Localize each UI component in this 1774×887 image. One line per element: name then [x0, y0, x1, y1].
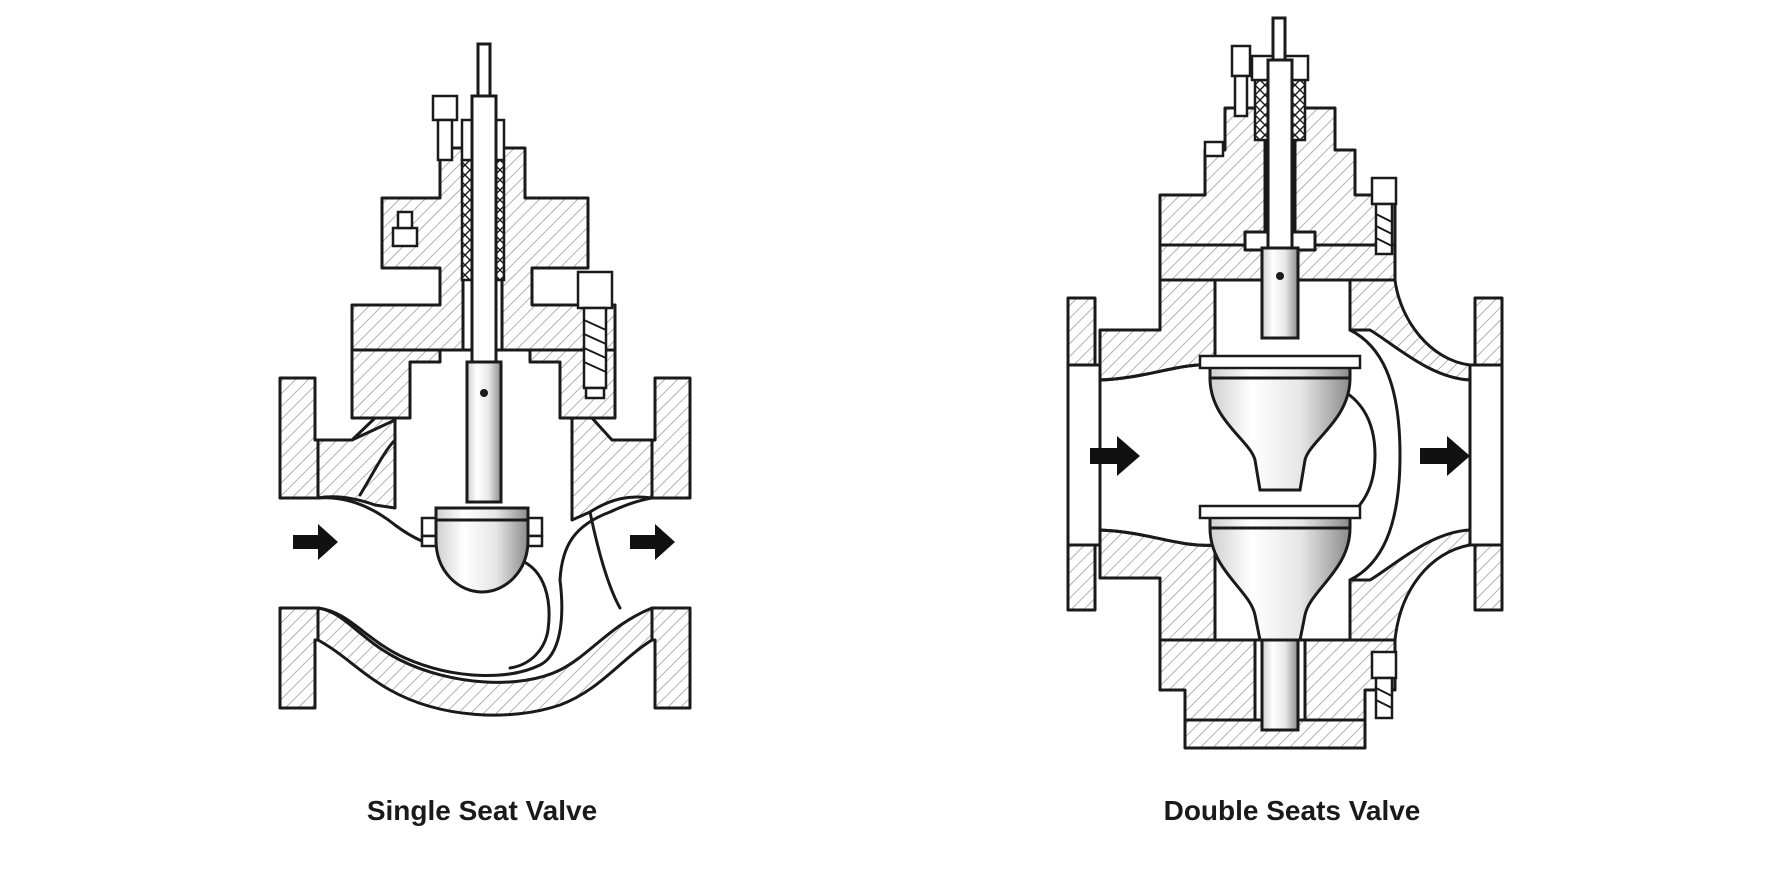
double-seats-valve-drawing — [1066, 16, 1504, 750]
single-seat-valve-drawing — [278, 42, 692, 717]
single-seat-valve-caption: Single Seat Valve — [366, 795, 598, 826]
double-seats-valve-caption: Double Seats Valve — [1163, 795, 1421, 826]
